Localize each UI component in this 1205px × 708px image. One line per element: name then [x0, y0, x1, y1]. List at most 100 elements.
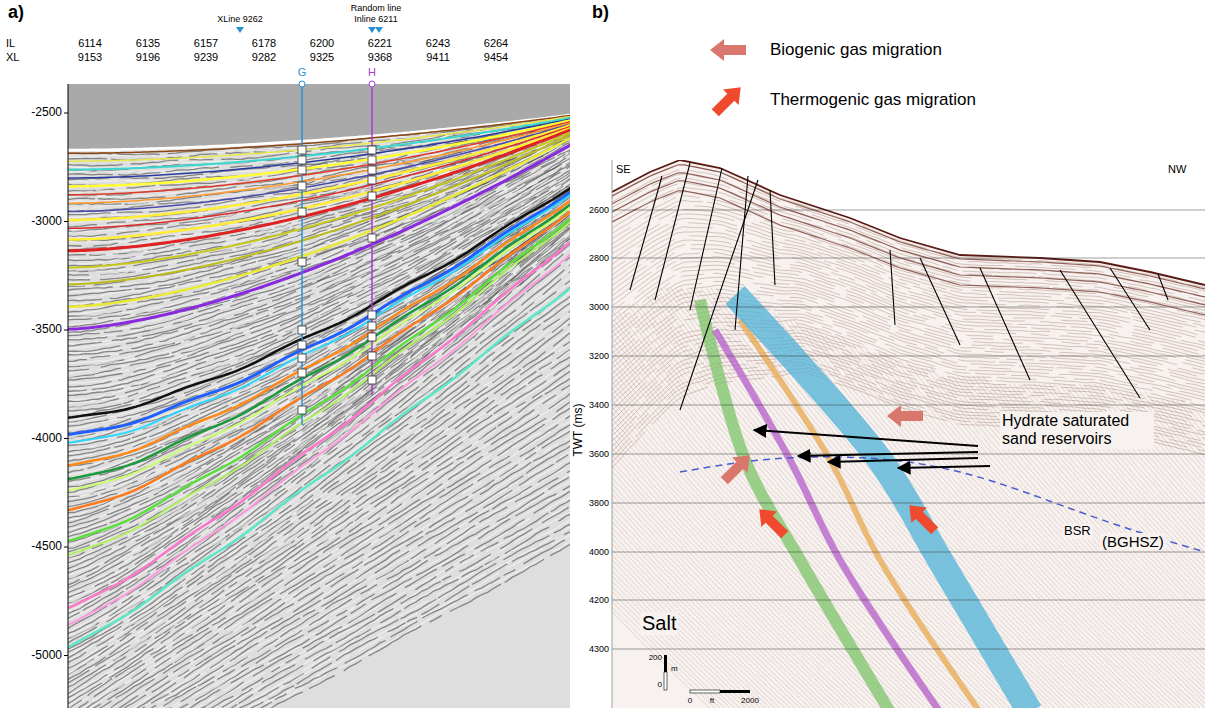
axis-tick [64, 655, 68, 656]
time-axis-value: 3800 [589, 498, 609, 508]
seismic-reflector [68, 305, 570, 661]
fault-line [680, 180, 758, 410]
well-top-marker [368, 156, 376, 164]
axis-name: IL [6, 37, 15, 50]
well-top-marker [368, 376, 376, 384]
time-axis-value: 4200 [589, 595, 609, 605]
line-marker [236, 27, 244, 33]
seismic-reflector [612, 392, 779, 708]
legend-swatch [707, 84, 748, 116]
legend-entry: Thermogenic gas migration [700, 84, 976, 116]
time-gridline [612, 552, 1205, 553]
crossline-number: 9153 [78, 51, 102, 64]
inline-number: 6200 [310, 37, 334, 50]
inline-number: 6157 [194, 37, 218, 50]
seismic-reflector [68, 535, 570, 708]
well-top-marker [298, 208, 306, 216]
time-gridline [612, 600, 1205, 601]
time-axis-value: -4000 [31, 432, 62, 446]
time-gridline [612, 356, 1205, 357]
seismic-reflector [1199, 408, 1205, 708]
water-column [612, 160, 1205, 285]
time-axis-value: 4300 [589, 644, 609, 654]
seismic-reflector [68, 536, 570, 708]
seismic-reflector [612, 336, 914, 708]
seismic-reflector [648, 304, 1015, 708]
fault-line [1110, 268, 1150, 330]
seismic-reflector [701, 288, 1080, 708]
seismic-reflector [612, 368, 834, 708]
seismic-reflector [68, 211, 570, 523]
seismic-reflector [68, 350, 570, 693]
well-name: G [298, 66, 307, 79]
horizon-pick [68, 206, 570, 491]
time-gridline [612, 503, 1205, 504]
time-axis-value: 4000 [589, 547, 609, 557]
seismic-reflector [942, 376, 1205, 708]
seismic-reflector [68, 384, 570, 708]
seismic-reflector [68, 405, 570, 708]
direction-label: NW [1168, 163, 1186, 176]
seismic-reflector [68, 473, 570, 708]
well-top-marker [298, 326, 306, 334]
well-top-marker [298, 156, 306, 164]
time-gridline [612, 210, 1205, 211]
seismic-reflector [68, 285, 570, 649]
time-axis [612, 160, 613, 708]
time-axis-value: 2600 [589, 205, 609, 215]
axis-tick [64, 113, 68, 114]
sand-reservoir-band [735, 295, 1030, 708]
scale-value: 0 [658, 680, 662, 689]
crossline-number: 9239 [194, 51, 218, 64]
seismic-reflector [1181, 400, 1205, 708]
well-top-marker [368, 176, 376, 184]
scale-bar [664, 655, 667, 672]
sand-reservoir-band [740, 320, 980, 708]
inline-number: 6264 [484, 37, 508, 50]
fault-line [1158, 274, 1168, 300]
inline-number: 6135 [136, 37, 160, 50]
seismic-reflector [661, 288, 1039, 708]
seismic-reflector [612, 320, 965, 708]
fault-line [690, 168, 722, 310]
time-axis-value: -5000 [31, 649, 62, 663]
crossline-number: 9282 [252, 51, 276, 64]
horizon-pick [68, 287, 570, 647]
horizon-pick [68, 134, 570, 284]
crossline-number: 9454 [484, 51, 508, 64]
gas-migration-arrow [887, 405, 923, 427]
seismic-reflector [68, 524, 570, 708]
panel-letter: a) [8, 2, 24, 23]
axis-tick [64, 547, 68, 548]
crossline-number: 9325 [310, 51, 334, 64]
seismic-reflector [676, 288, 1054, 708]
line-marker [368, 27, 376, 33]
seismic-reflector [68, 525, 570, 708]
seismic-reflector [790, 320, 1144, 708]
well-top-marker [368, 333, 376, 341]
line-marker-label: Random line [351, 3, 402, 13]
gas-migration-arrow [751, 501, 792, 542]
legend-swatch-box [700, 34, 756, 66]
time-gridline [612, 649, 1205, 650]
seismic-reflector [68, 445, 570, 708]
seismic-reflector [1162, 400, 1205, 708]
well-head [299, 81, 305, 87]
well-top-marker [368, 146, 376, 154]
axis-name: XL [6, 51, 19, 64]
inline-number: 6178 [252, 37, 276, 50]
seismic-reflector [931, 368, 1205, 708]
time-axis [68, 84, 69, 708]
seismic-reflector [666, 288, 1045, 708]
callout-arrow [754, 430, 978, 446]
seismic-reflector [68, 496, 570, 708]
crossline-number: 9196 [136, 51, 160, 64]
seismic-reflector [612, 408, 724, 708]
time-axis-value: 3000 [589, 302, 609, 312]
legend-text: Biogenic gas migration [770, 40, 942, 60]
seismic-reflector [612, 400, 750, 708]
seismic-reflector [637, 304, 1004, 708]
seismic-reflector [662, 296, 1034, 708]
bsr-line [680, 457, 1205, 552]
